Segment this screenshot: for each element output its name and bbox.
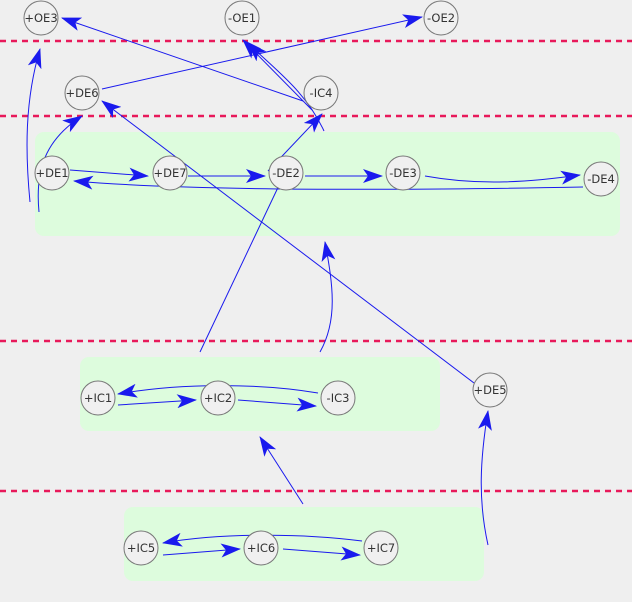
node-label-ic6: +IC6	[247, 541, 275, 555]
node-label-ic4: -IC4	[310, 86, 333, 100]
node-label-ic5: +IC5	[127, 541, 155, 555]
group-box-de	[35, 132, 620, 236]
edge-ic4-oe3	[61, 17, 304, 102]
edge-de1-de7	[69, 167, 149, 182]
node-oe3[interactable]: +OE3	[23, 0, 59, 36]
node-label-de3: -DE3	[389, 166, 417, 180]
node-de5[interactable]: +DE5	[472, 372, 508, 408]
node-label-de6: +DE6	[65, 86, 98, 100]
node-de2[interactable]: -DE2	[268, 155, 304, 191]
node-ic4[interactable]: -IC4	[303, 75, 339, 111]
node-label-ic7: +IC7	[367, 541, 395, 555]
node-label-de4: -DE4	[587, 172, 615, 186]
edge-de5-de6	[101, 100, 475, 384]
node-label-de2: -DE2	[272, 166, 300, 180]
edge-de4-de1	[73, 175, 584, 190]
edge-ic6-ic7	[282, 546, 361, 561]
node-label-de1: +DE1	[35, 166, 68, 180]
node-de4[interactable]: -DE4	[583, 161, 619, 197]
node-ic6[interactable]: +IC6	[243, 530, 279, 566]
node-ic1[interactable]: +IC1	[80, 380, 116, 416]
node-de6[interactable]: +DE6	[64, 75, 100, 111]
edge-ic-to-group	[319, 241, 336, 353]
node-label-oe2: -OE2	[427, 11, 455, 25]
node-label-ic3: -IC3	[327, 391, 350, 405]
node-label-oe3: +OE3	[24, 11, 57, 25]
node-oe2[interactable]: -OE2	[423, 0, 459, 36]
node-oe1[interactable]: -OE1	[224, 0, 260, 36]
edge-lower-to-de5	[478, 410, 492, 546]
node-de7[interactable]: +DE7	[152, 155, 188, 191]
node-label-de7: +DE7	[153, 166, 186, 180]
node-label-ic2: +IC2	[204, 391, 232, 405]
edge-ic2-ic3	[237, 397, 317, 412]
node-label-de5: +DE5	[473, 383, 506, 397]
edge-lower-to-upper	[259, 436, 304, 505]
node-ic7[interactable]: +IC7	[363, 530, 399, 566]
group-box-ic-lower	[124, 507, 484, 581]
edge-group-oe3	[26, 48, 42, 203]
node-ic3[interactable]: -IC3	[320, 380, 356, 416]
edge-ic-to-de2	[199, 178, 283, 353]
node-de1[interactable]: +DE1	[34, 155, 70, 191]
edge-de3-de4	[424, 170, 581, 185]
node-de3[interactable]: -DE3	[385, 155, 421, 191]
node-ic2[interactable]: +IC2	[200, 380, 236, 416]
edge-ic5-ic6	[162, 543, 241, 558]
node-label-oe1: -OE1	[228, 11, 256, 25]
edge-ic4-oe1-a	[242, 39, 313, 111]
edge-ic1-ic2	[117, 394, 197, 409]
node-label-ic1: +IC1	[84, 391, 112, 405]
node-ic5[interactable]: +IC5	[123, 530, 159, 566]
group-box-ic-upper	[80, 357, 440, 431]
edge-de6-oe2	[101, 14, 423, 90]
